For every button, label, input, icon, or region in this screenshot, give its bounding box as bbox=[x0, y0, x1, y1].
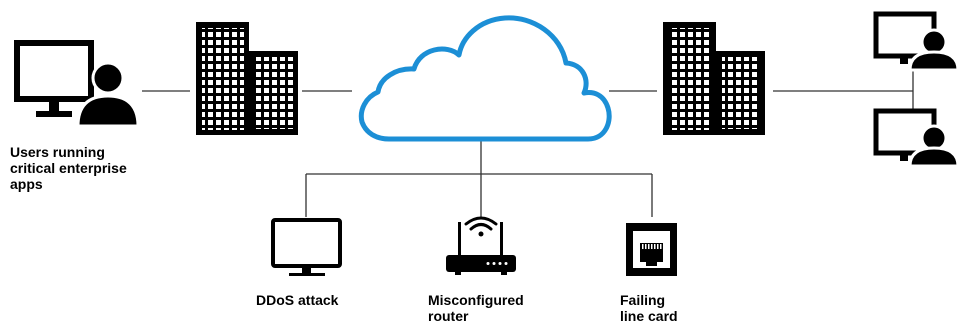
wifi-router-icon bbox=[446, 216, 516, 275]
linecard-label: Failing line card bbox=[620, 292, 678, 324]
user-workstation-icon bbox=[14, 40, 140, 128]
user-workstation-icon bbox=[873, 108, 960, 168]
router-label: Misconfigured router bbox=[428, 292, 524, 324]
ethernet-port-icon bbox=[626, 223, 677, 276]
connector-lines bbox=[142, 62, 914, 218]
monitor-icon bbox=[271, 218, 342, 276]
ddos-label: DDoS attack bbox=[256, 292, 339, 308]
cloud-icon bbox=[358, 15, 612, 142]
office-building-icon bbox=[663, 22, 765, 135]
office-building-icon bbox=[196, 22, 298, 135]
users-label: Users running critical enterprise apps bbox=[10, 144, 127, 192]
user-workstation-icon bbox=[873, 11, 960, 72]
